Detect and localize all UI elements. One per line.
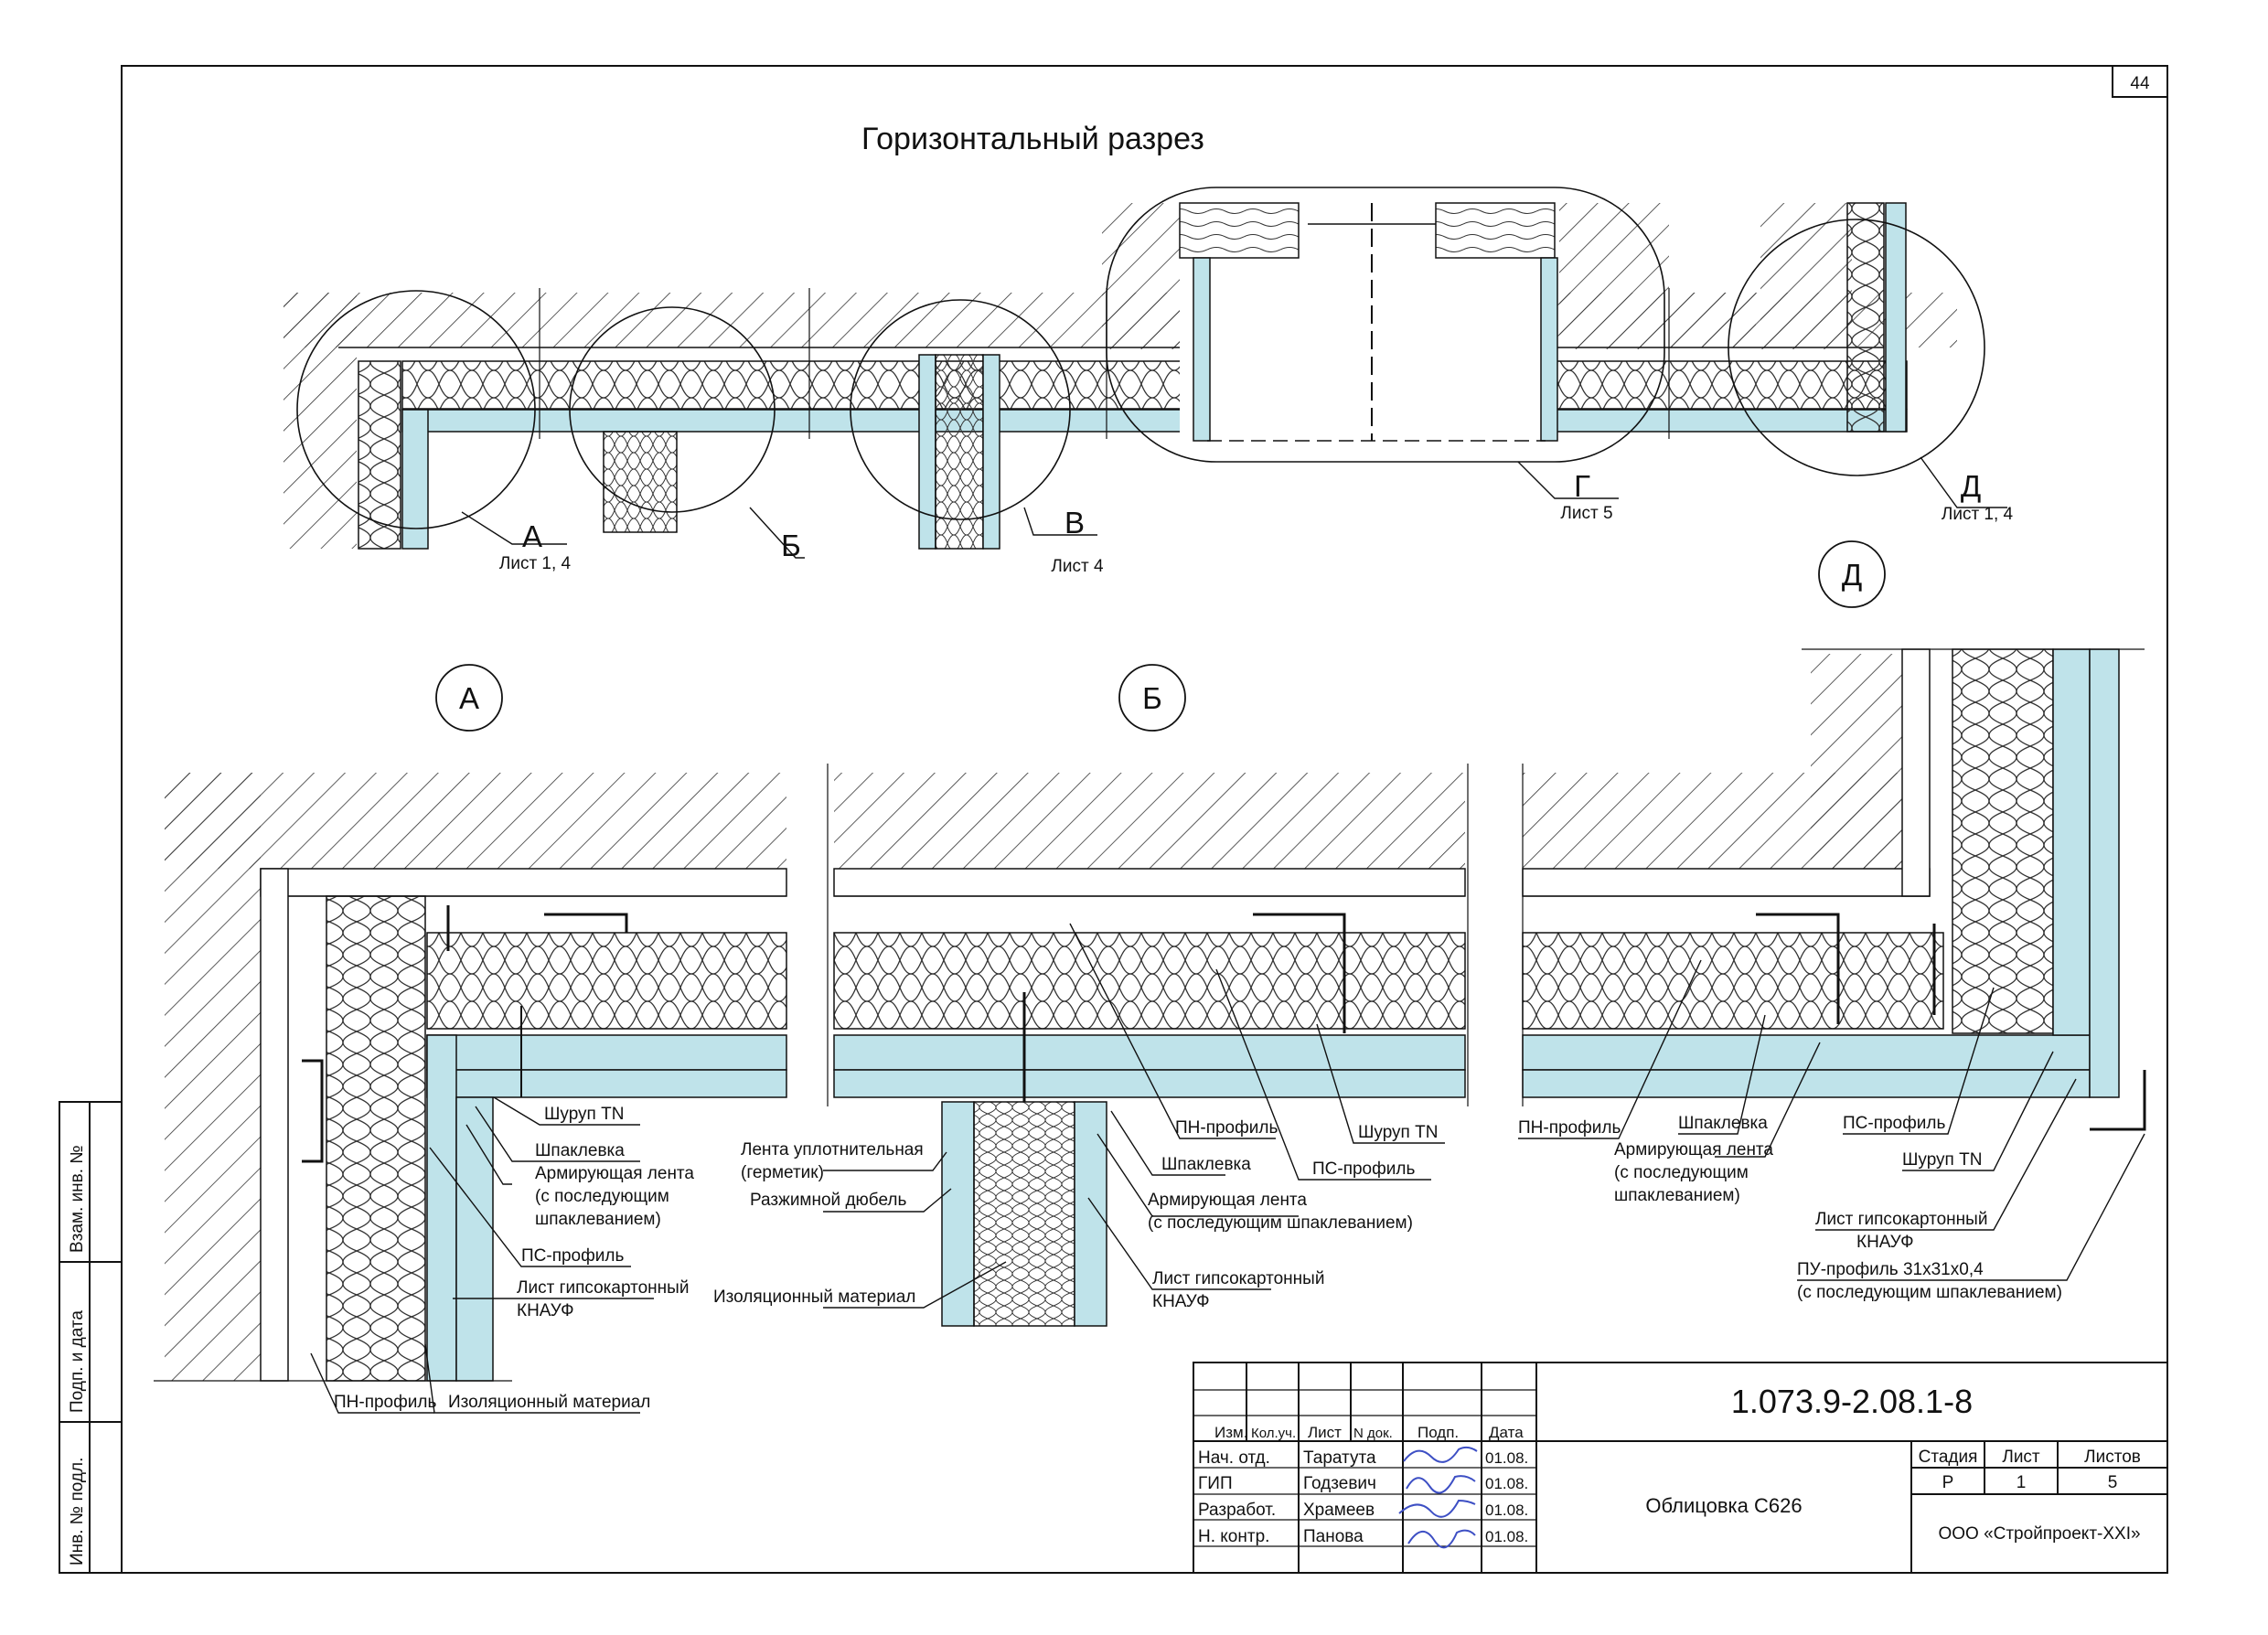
overview-ref-a: Лист 1, 4 [499,554,572,573]
b-shpaklevka-label: Шпаклевка [1161,1155,1251,1174]
a-izol-label: Изоляционный материал [448,1393,650,1412]
circle-a [435,664,503,732]
overview-letter-d: Д [1961,469,1981,503]
sheets-head: Листов [2084,1448,2141,1467]
detail-a-leaders [310,1096,654,1414]
a-shurup-label: Шуруп TN [544,1105,624,1124]
circle-b-letter: Б [1142,681,1162,715]
circle-b [1118,664,1186,732]
b-ps-profile-label: ПС-профиль [1312,1159,1415,1179]
title-block-grid [1193,1362,2168,1574]
tb-name-1: Таратута [1303,1448,1376,1468]
d-gkl-1: Лист гипсокартонный [1815,1210,1987,1229]
detail-a [154,773,787,1382]
tb-role-1: Нач. отд. [1198,1448,1270,1468]
circle-d [1818,540,1886,608]
circle-a-letter: А [459,681,479,715]
sheet-value: 1 [2017,1473,2027,1492]
detail-d-leaders [1518,959,2145,1281]
b-gkl-1: Лист гипсокартонный [1152,1269,1324,1288]
overview-ref-d: Лист 1, 4 [1942,505,2014,524]
detail-b [827,764,1469,1327]
overview-ref-g: Лист 5 [1560,504,1612,523]
b-shurup-label: Шуруп TN [1358,1123,1438,1142]
doc-code: 1.073.9-2.08.1-8 [1731,1383,1973,1420]
stage-value: Р [1942,1473,1954,1492]
side-vzam: Взам. инв. № [68,1145,87,1253]
b-dubel-label: Разжимной дюбель [750,1191,906,1210]
tb-role-2: ГИП [1198,1474,1233,1493]
overview-letter-v: В [1064,506,1085,540]
b-lenta-upl-1: Лента уплотнительная [741,1140,924,1159]
d-shurup-label: Шуруп TN [1902,1150,1982,1170]
detail-d [1522,648,2146,1131]
signatures [1398,1446,1478,1549]
d-pn-profile-label: ПН-профиль [1518,1118,1621,1138]
tb-head-ndok: N док. [1353,1426,1393,1441]
tb-name-3: Храмеев [1303,1501,1375,1520]
tb-date-1: 01.08. [1485,1449,1528,1467]
d-pu-2: (с последующим шпаклеванием) [1797,1283,2062,1302]
b-lenta-1: Армирующая лента [1148,1191,1307,1210]
overview-letter-b: Б [781,529,801,562]
d-lenta-1: Армирующая лента [1614,1140,1773,1159]
d-pu-1: ПУ-профиль 31х31х0,4 [1797,1260,1984,1279]
b-gkl-2: КНАУФ [1152,1292,1210,1311]
sheet-number: 44 [2130,74,2150,93]
a-shpaklevka-label: Шпаклевка [535,1141,625,1160]
sheets-value: 5 [2108,1473,2118,1492]
stage-head: Стадия [1919,1448,1978,1467]
tb-role-3: Разработ. [1198,1501,1276,1520]
a-lenta-2: (с последующим [535,1187,669,1206]
company-name: ООО «Стройпроект-XXI» [1938,1524,2140,1544]
d-shpaklevka-label: Шпаклевка [1678,1114,1768,1133]
overview-letter-g: Г [1574,469,1590,503]
circle-d-letter: Д [1842,558,1862,592]
a-pn-profile-label: ПН-профиль [334,1393,436,1412]
tb-head-data: Дата [1489,1424,1524,1441]
side-inv: Инв. № подл. [68,1458,87,1566]
b-pn-profile-label: ПН-профиль [1175,1118,1278,1138]
a-lenta-3: шпаклеванием) [535,1210,661,1229]
tb-name-2: Годзевич [1303,1474,1376,1493]
tb-date-3: 01.08. [1485,1501,1528,1519]
d-lenta-2: (с последующим [1614,1163,1749,1182]
tb-head-podp: Подп. [1418,1424,1459,1441]
d-gkl-2: КНАУФ [1856,1233,1914,1252]
d-ps-profile-label: ПС-профиль [1843,1114,1945,1133]
b-izol-label: Изоляционный материал [713,1288,915,1307]
side-podp: Подп. и дата [68,1310,87,1413]
side-stamp [59,1101,123,1574]
b-lenta-2: (с последующим шпаклеванием) [1148,1213,1413,1233]
a-gkl-1: Лист гипсокартонный [517,1278,689,1298]
tb-head-kol: Кол.уч. [1251,1426,1296,1441]
tb-head-izm: Изм. [1214,1424,1247,1441]
overview-plan [284,187,2007,559]
overview-ref-v: Лист 4 [1051,557,1104,576]
sheet-head: Лист [2002,1448,2040,1467]
a-lenta-1: Армирующая лента [535,1164,694,1183]
b-lenta-upl-2: (герметик) [741,1163,824,1182]
sheet-number-box [2112,65,2168,98]
d-lenta-3: шпаклеванием) [1614,1186,1740,1205]
a-gkl-2: КНАУФ [517,1301,574,1320]
doc-name: Облицовка С626 [1645,1494,1802,1517]
a-ps-profile-label: ПС-профиль [521,1246,624,1266]
overview-letter-a: А [522,519,542,553]
tb-name-4: Панова [1303,1527,1364,1546]
tb-date-4: 01.08. [1485,1528,1528,1545]
sheet-frame [121,65,2168,1574]
tb-role-4: Н. контр. [1198,1527,1269,1546]
drawing-title: Горизонтальный разрез [861,122,1204,156]
detail-b-leaders [823,923,1445,1309]
tb-date-2: 01.08. [1485,1475,1528,1492]
tb-head-list: Лист [1308,1424,1342,1441]
